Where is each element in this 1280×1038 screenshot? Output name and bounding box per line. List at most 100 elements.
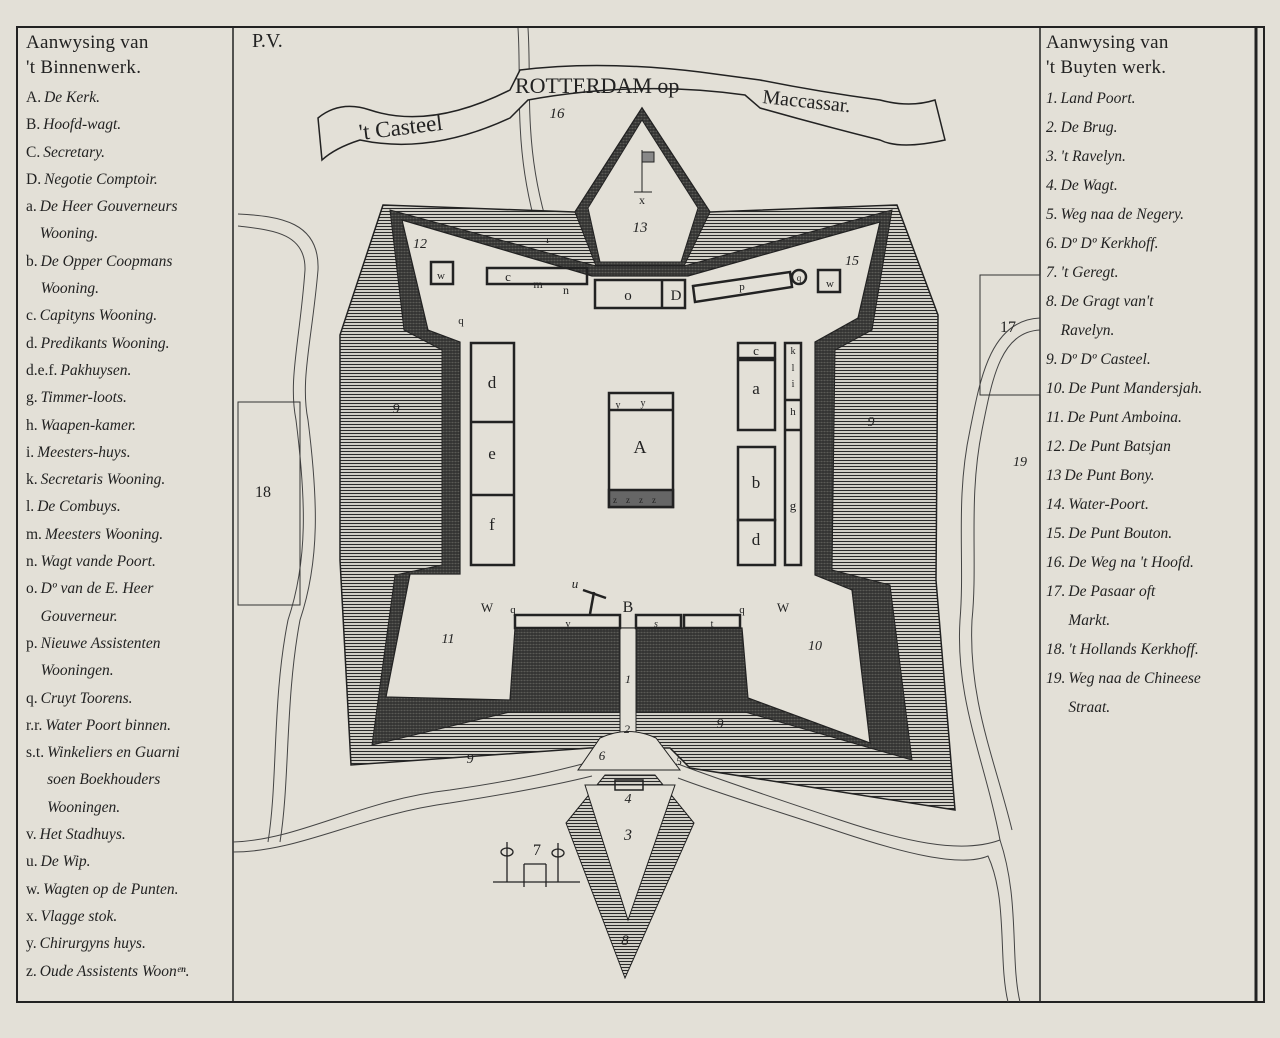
legend-item: A.De Kerk. <box>26 84 236 111</box>
legend-item: 1.Land Poort. <box>1046 84 1261 113</box>
legend-text: Waapen-kamer. <box>40 416 137 434</box>
legend-key: b. <box>26 252 38 270</box>
legend-key: 9. <box>1046 351 1058 368</box>
legend-key: o. <box>26 580 38 598</box>
map-label: h <box>790 406 796 418</box>
legend-item: D.Negotie Comptoir. <box>26 166 236 193</box>
map-label: 4 <box>625 792 632 807</box>
map-label: q <box>739 604 745 616</box>
legend-item: 3.'t Ravelyn. <box>1046 142 1261 171</box>
legend-item: 5.Weg naa de Negery. <box>1046 200 1261 229</box>
roads <box>232 27 1041 1003</box>
dutch-cemetery-box <box>237 401 301 606</box>
legend-key: 19. <box>1046 670 1066 687</box>
buildings <box>429 260 842 630</box>
legend-inner-works: Aanwysing van 't Binnenwerk. A.De Kerk.B… <box>26 30 236 985</box>
map-label: 13 <box>633 220 648 236</box>
legend-key: k. <box>26 471 38 489</box>
map-label: 7 <box>533 842 541 859</box>
legend-text: Weg naa de Negery. <box>1060 206 1185 223</box>
map-label: t <box>711 619 714 630</box>
map-label: w <box>437 270 445 282</box>
flagstaff-icon <box>634 150 655 193</box>
legend-text: Oude Assistents Woonᵉⁿ. <box>39 962 190 980</box>
legend-key: 2. <box>1046 119 1058 136</box>
legend-outer-list: 1.Land Poort.2.De Brug.3.'t Ravelyn.4.De… <box>1046 84 1261 722</box>
legend-inner-list: A.De Kerk.B.Hoofd-wagt.C.Secretary.D.Neg… <box>26 84 236 985</box>
map-label: W <box>777 600 790 615</box>
legend-item: B.Hoofd-wagt. <box>26 111 236 138</box>
legend-item: i.Meesters-huys. <box>26 439 236 466</box>
legend-key: 10. <box>1046 380 1066 397</box>
legend-item: 15.De Punt Bouton. <box>1046 519 1261 548</box>
legend-key: 15. <box>1046 525 1066 542</box>
legend-item: 19.Weg naa de Chineese Straat. <box>1046 664 1261 722</box>
legend-item: C.Secretary. <box>26 139 236 166</box>
legend-item: 17.De Pasaar oft Markt. <box>1046 577 1261 635</box>
map-label: s <box>654 619 658 630</box>
legend-key: l. <box>26 498 35 516</box>
map-label: 9 <box>393 402 400 417</box>
map-label: w <box>826 278 834 290</box>
map-label: v <box>566 619 571 630</box>
legend-key: 4. <box>1046 177 1058 194</box>
legend-item: k.Secretaris Wooning. <box>26 466 236 493</box>
map-label: a <box>752 379 760 398</box>
legend-text: Capityns Wooning. <box>39 307 158 325</box>
map-label: B <box>623 599 634 616</box>
map-label: A <box>634 437 647 457</box>
map-label: 9 <box>717 717 724 732</box>
legend-key: 6. <box>1046 235 1058 252</box>
legend-text: Dº van de E. Heer Gouverneur. <box>40 580 154 625</box>
legend-text: Nieuwe Assistenten Wooningen. <box>40 634 161 680</box>
title-part-2: ROTTERDAM op <box>515 73 679 98</box>
legend-key: 17. <box>1046 583 1066 600</box>
legend-key: D. <box>26 170 42 188</box>
legend-item: 11.De Punt Amboina. <box>1046 403 1261 432</box>
map-label: 16 <box>550 106 566 122</box>
legend-text: Negotie Comptoir. <box>44 170 158 188</box>
legend-outer-works: Aanwysing van 't Buyten werk. 1.Land Poo… <box>1046 30 1261 722</box>
bridge <box>577 731 681 771</box>
map-label: D <box>671 288 682 304</box>
legend-text: De Heer Gouverneurs Wooning. <box>39 198 178 243</box>
legend-key: C. <box>26 143 41 161</box>
legend-item: 7.'t Geregt. <box>1046 258 1261 287</box>
plate-number: P.V. <box>252 30 283 52</box>
map-label: 18 <box>255 484 271 501</box>
legend-text: De Pasaar oft Markt. <box>1068 583 1156 629</box>
map-label: W <box>481 600 494 615</box>
map-label: 8 <box>621 933 629 949</box>
map-label: o <box>624 288 632 304</box>
legend-item: l.De Combuys. <box>26 493 236 520</box>
legend-text: De Punt Batsjan <box>1068 438 1171 455</box>
legend-text: De Gragt van't Ravelyn. <box>1060 293 1154 339</box>
legend-item: u.De Wip. <box>26 848 236 875</box>
legend-item: m.Meesters Wooning. <box>26 521 236 548</box>
map-label: z <box>626 495 630 505</box>
legend-key: n. <box>26 553 38 571</box>
map-label: g <box>790 498 797 513</box>
map-label: r <box>546 234 550 246</box>
map-label: m <box>533 277 543 291</box>
legend-outer-heading-1: Aanwysing van <box>1046 32 1169 53</box>
map-label: 17 <box>1000 319 1016 336</box>
map-label: n <box>563 283 569 297</box>
legend-key: A. <box>26 89 42 106</box>
map-label: b <box>752 473 761 492</box>
gallows-icon <box>493 842 580 887</box>
legend-key: c. <box>26 307 37 325</box>
legend-item: 8.De Gragt van't Ravelyn. <box>1046 287 1261 345</box>
legend-key: x. <box>26 907 38 925</box>
legend-text: Vlagge stok. <box>40 907 118 925</box>
legend-text: De Opper Coopmans Wooning. <box>40 252 173 298</box>
legend-item: 18.'t Hollands Kerkhoff. <box>1046 635 1261 664</box>
legend-text: Predikants Wooning. <box>40 334 170 352</box>
map-label: 10 <box>808 639 822 654</box>
legend-item: 16.De Weg na 't Hoofd. <box>1046 548 1261 577</box>
legend-text: Secretaris Wooning. <box>40 471 166 489</box>
map-label: k <box>791 346 796 357</box>
map-label: l <box>792 363 795 374</box>
map-label: y <box>641 398 646 409</box>
